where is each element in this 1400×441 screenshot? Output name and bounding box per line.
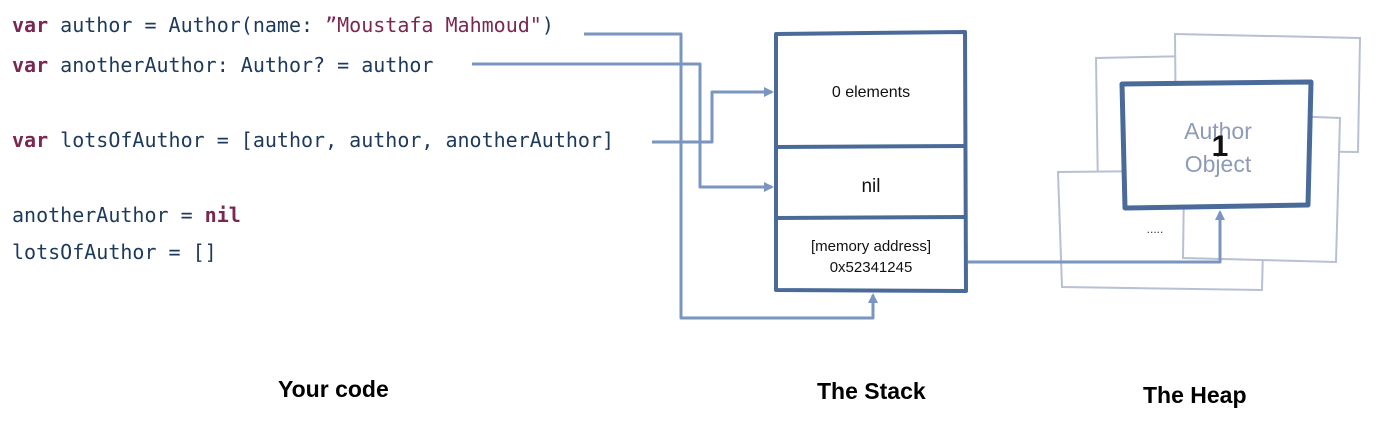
stack-divider-1 (775, 144, 967, 149)
keyword-var: var (12, 128, 49, 152)
stack-cell-array: 0 elements (831, 84, 911, 101)
code-text: lotsOfAuthor = [author, author, anotherA… (48, 128, 615, 152)
code-text: author = Author(name: (48, 13, 326, 37)
reference-arrows (472, 32, 1225, 320)
stack-divider-2 (775, 215, 967, 220)
code-text: lotsOfAuthor = [] (12, 240, 217, 264)
heap-object-box (1119, 79, 1314, 211)
memory-address-value: 0x52341245 (829, 259, 913, 276)
label-the-stack: The Stack (817, 378, 926, 404)
arrow-author-to-address (584, 32, 878, 320)
code-line-3: var lotsOfAuthor = [author, author, anot… (12, 128, 614, 152)
stack-outline (774, 30, 968, 293)
keyword-var: var (12, 53, 49, 77)
string-literal: ”Moustafa Mahmoud" (325, 13, 542, 37)
code-text: ) (541, 13, 554, 37)
label-your-code: Your code (278, 376, 389, 402)
heap-object-kind: Object (1184, 151, 1252, 177)
memory-address-label: [memory address] (810, 238, 932, 255)
keyword-nil: nil (204, 203, 241, 227)
heap-ellipsis: ..... (1146, 222, 1164, 236)
reference-count: 1 (1211, 130, 1229, 163)
heap-object-label: Author Object (1125, 115, 1311, 181)
label-the-heap: The Heap (1143, 382, 1247, 408)
stack-cell-address: [memory address] 0x52341245 (778, 236, 964, 278)
arrow-another-author-to-nil (472, 62, 774, 192)
code-line-2: var anotherAuthor: Author? = author (12, 53, 433, 77)
code-text: anotherAuthor = (12, 203, 205, 227)
code-line-5: lotsOfAuthor = [] (12, 240, 217, 264)
code-line-4: anotherAuthor = nil (12, 203, 241, 227)
code-line-1: var author = Author(name: ”Moustafa Mahm… (12, 13, 554, 37)
arrow-lots-of-author-to-array (652, 87, 774, 144)
code-text: anotherAuthor: Author? = author (48, 53, 434, 77)
stack-cell-nil: nil (861, 176, 881, 197)
heap-object-name: Author (1184, 118, 1252, 144)
arrow-address-to-heap-object (968, 210, 1225, 264)
keyword-var: var (12, 13, 49, 37)
stack-box (774, 30, 968, 293)
